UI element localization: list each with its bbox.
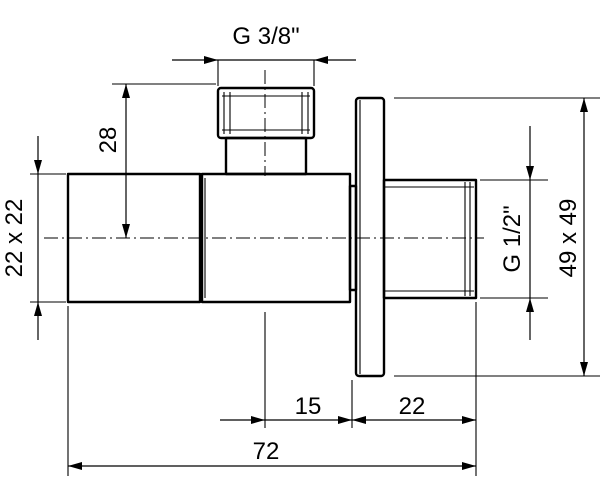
label-height-28: 28 — [95, 127, 122, 154]
extension-lines — [30, 60, 600, 476]
valve-body — [66, 86, 478, 378]
label-thread-top: G 3/8" — [232, 23, 299, 50]
center-lines — [44, 70, 484, 239]
label-len-15: 15 — [295, 393, 322, 420]
top-thread — [216, 86, 316, 140]
label-len-22: 22 — [399, 393, 426, 420]
dimension-labels: G 3/8" 28 22 x 22 G 1/2" 49 x 49 15 22 7… — [1, 23, 582, 465]
label-len-72: 72 — [253, 438, 280, 465]
label-square-49: 49 x 49 — [555, 199, 582, 278]
side-thread — [382, 178, 478, 300]
label-square-22: 22 x 22 — [1, 199, 28, 278]
top-neck — [224, 136, 308, 176]
label-thread-side: G 1/2" — [499, 205, 526, 272]
dimension-lines — [34, 56, 588, 470]
